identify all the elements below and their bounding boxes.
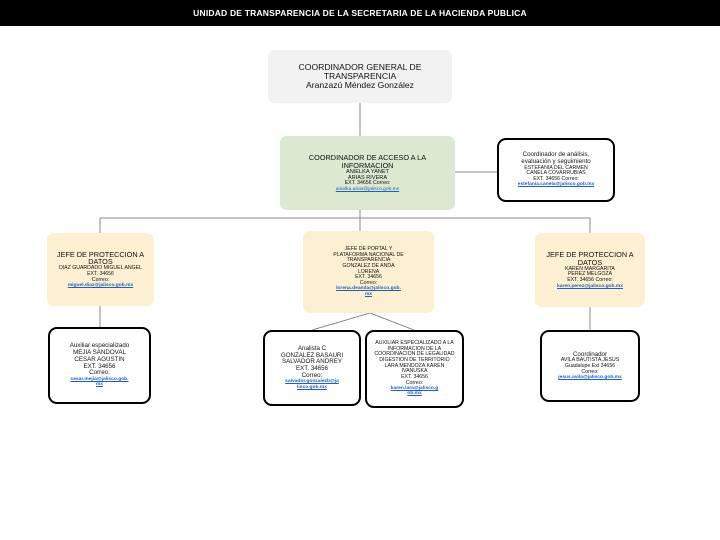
email-link[interactable]: salvador.gonzalezb@ja <box>285 379 339 385</box>
email-link-cont[interactable]: mx <box>364 291 373 297</box>
email-link[interactable]: anielka.arias@jalisco.gob.mx <box>335 187 400 193</box>
email-link-cont[interactable]: ob.mx <box>407 391 422 397</box>
node-person-name-1: LARA MENDOZA KAREN <box>384 362 445 369</box>
node-extension: EXT. 34656 Correo: <box>567 277 613 284</box>
page-title: UNIDAD DE TRANSPARENCIA DE LA SECRETARIA… <box>193 8 527 18</box>
node-line-1: JEFE DE PROTECCION A <box>546 250 634 260</box>
node-jefe-portal-plataforma[interactable]: JEFE DE PORTAL Y PLATAFORMA NACIONAL DE … <box>303 231 434 313</box>
node-line-4: DIGESTION DE TERRITORIO <box>379 357 450 364</box>
node-extension: EXT. 34656 <box>355 274 382 281</box>
email-link[interactable]: miguel.diaz@jalisco.gob.mx <box>67 283 134 289</box>
node-coordinador-analisis[interactable]: Coordinador de análisis, evaluación y se… <box>497 138 615 202</box>
node-line-2: INFORMACION <box>341 160 394 170</box>
node-line-1: Analista C <box>297 344 327 352</box>
email-link-cont[interactable]: mx <box>95 382 104 388</box>
node-person-name-1: GONZALEZ DE ANDA <box>342 262 395 269</box>
node-correo-label: Correo: <box>359 279 378 286</box>
node-line-2: INFORMACION DE LA <box>387 345 442 352</box>
node-extension: EXT. 34656 <box>87 270 114 277</box>
node-line-2: TRANSPARENCIA <box>323 70 397 81</box>
node-extension: EXT. 34656 <box>401 373 428 380</box>
node-person-name-2: SALVADOR ANDREY <box>282 358 342 366</box>
node-jefe-proteccion-datos-derecha[interactable]: JEFE DE PROTECCION A DATOS KAREN MARGARI… <box>535 233 645 307</box>
email-link[interactable]: lorena.deanda@jalisco.gob. <box>336 286 401 292</box>
node-line-1: Coordinador <box>572 350 608 358</box>
node-line-1: Auxiliar especializado <box>69 342 130 350</box>
node-person-name-1: KAREN MARGARITA <box>565 265 615 272</box>
node-jefe-proteccion-datos-izquierda[interactable]: JEFE DE PROTECCION A DATOS DIAZ GUARDADO… <box>47 233 154 306</box>
node-correo-label: Correo: <box>405 379 424 386</box>
node-correo-label: Correo: <box>91 276 110 283</box>
node-coordinador-general[interactable]: COORDINADOR GENERAL DE TRANSPARENCIA Ara… <box>268 50 452 103</box>
node-person-name-1: GONZALEZ BASAURI <box>280 351 344 359</box>
email-link-cont[interactable]: lisco.gob.mx <box>297 384 327 390</box>
node-correo-label: Correo: <box>581 368 599 375</box>
node-person-name-2: CESAR AGUSTIN <box>74 355 125 363</box>
node-person-name-2: IVANUSKA <box>401 368 428 375</box>
node-extension: EXT. 34656 Correo: <box>344 180 391 187</box>
node-line-1: JEFE DE PROTECCION A <box>56 249 145 259</box>
node-auxiliar-especializado-lara[interactable]: AUXILIAR ESPECIALIZADO A LA INFORMACION … <box>365 330 464 408</box>
node-extension: EXT. 34656 Correo: <box>533 175 579 182</box>
node-person-name-1: ANIELKA YANET <box>345 169 389 176</box>
node-person-name-2: Guadalupe Ext 34656 <box>564 362 616 369</box>
node-line-1: COORDINADOR GENERAL DE <box>298 61 422 72</box>
email-link[interactable]: jesus.avila@jalisco.gob.mx <box>558 375 622 381</box>
node-line-1: COORDINADOR DE ACCESO A LA <box>308 152 427 162</box>
node-person-name-2: LORENA <box>357 268 380 275</box>
node-person-name: Aranzazú Méndez González <box>306 80 414 91</box>
node-extension: EXT. 34656 <box>83 362 116 370</box>
email-link[interactable]: karen.lara@jalisco.g <box>390 386 439 392</box>
node-person-name-2: ARIAS RIVERA <box>347 175 388 182</box>
node-line-2: DATOS <box>577 257 603 267</box>
node-line-1: AUXILIAR ESPECIALIZADO A LA <box>375 340 454 347</box>
node-coordinador-acceso-informacion[interactable]: COORDINADOR DE ACCESO A LA INFORMACION A… <box>280 136 455 210</box>
email-link[interactable]: estefania.canela@jalisco.gob.mx <box>517 182 595 188</box>
node-auxiliar-especializado-mejia[interactable]: Auxiliar especializado MEJIA SANDOVAL CE… <box>48 327 151 404</box>
node-line-2: DATOS <box>88 257 113 267</box>
node-coordinador-avila[interactable]: Coordinador AVILA BAUTISTA JESUS Guadalu… <box>540 330 640 402</box>
node-extension: EXT. 34656 <box>296 365 328 373</box>
node-line-2: PLATAFORMA NACIONAL DE <box>333 251 404 258</box>
node-correo-label: Correo: <box>89 369 110 377</box>
node-person-name-1: DIAZ GUARDADO MIGUEL ANGEL <box>58 265 143 272</box>
node-person-name-2: CANELA COVARRUBIAS <box>526 170 586 177</box>
node-analista-c-gonzalez[interactable]: Analista C GONZALEZ BASAURI SALVADOR AND… <box>263 330 361 406</box>
node-line-3: TRANSPARENCIA <box>346 257 391 264</box>
node-correo-label: Correo: <box>301 371 323 379</box>
node-person-name-1: AVILA BAUTISTA JESUS <box>560 357 620 364</box>
node-person-name-2: PEREZ MELGOZA <box>567 271 613 278</box>
page-title-banner: UNIDAD DE TRANSPARENCIA DE LA SECRETARIA… <box>0 0 720 26</box>
node-line-1: JEFE DE PORTAL Y <box>344 246 393 253</box>
node-line-2: evaluación y seguimiento <box>521 157 591 165</box>
email-link[interactable]: cesar.mejia@jalisco.gob. <box>70 376 129 382</box>
email-link[interactable]: karen.perez@jalisco.gob.mx <box>557 283 623 289</box>
node-line-3: COORDINACION DE LEGALIDAD <box>374 351 455 358</box>
node-person-name-1: MEJIA SANDOVAL <box>73 349 126 357</box>
node-person-name-1: ESTEFANIA DEL CARMEN <box>524 164 588 171</box>
node-line-1: Coordinador de análisis, <box>522 151 590 159</box>
